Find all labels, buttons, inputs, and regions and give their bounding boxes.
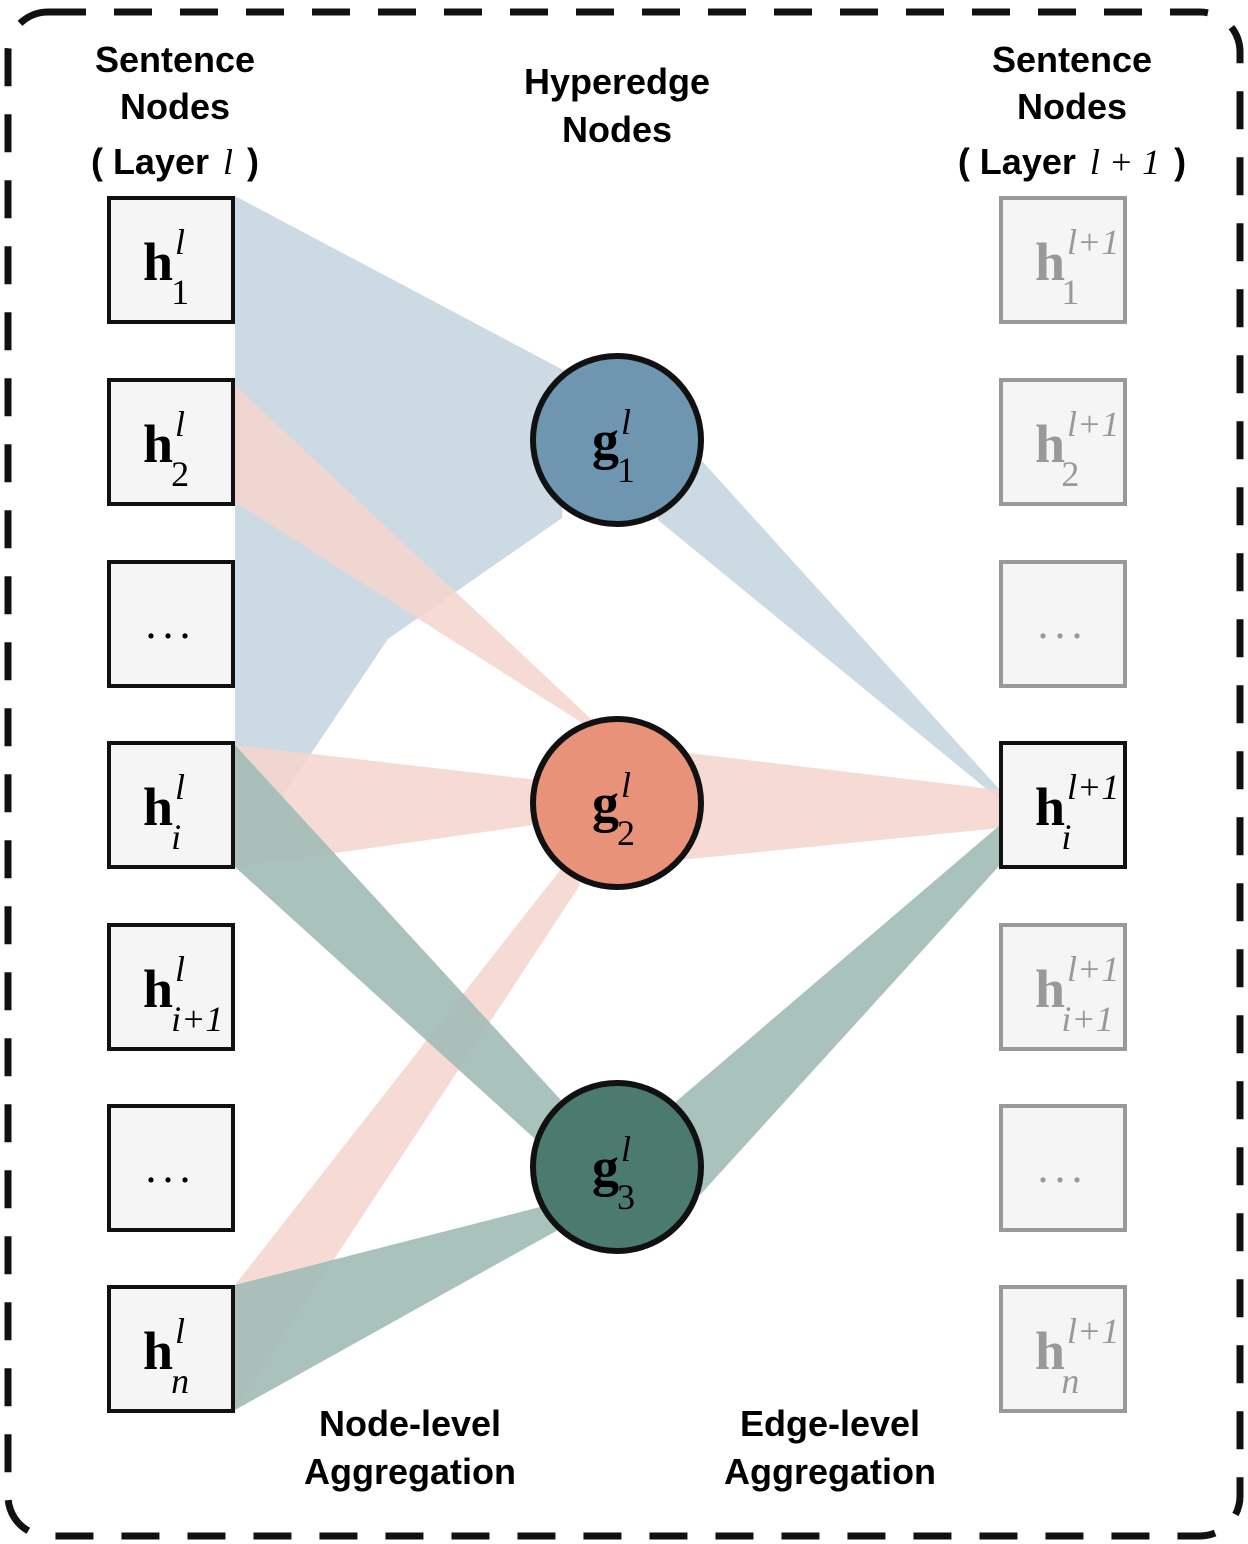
right-node-ellipsis: ... [1038,599,1089,648]
header-left-line3: ( Layer l ) [91,141,259,182]
band-g2-to-hi-next [680,752,1000,860]
left-node-box [107,1285,235,1413]
band-hn-to-g3 [235,1205,558,1410]
header-left-line2: Nodes [120,86,230,127]
left-node-ellipsis: ... [146,599,197,648]
right-node-box [999,560,1127,688]
node-level-line1: Node-level [319,1403,501,1444]
left-node-box [107,560,235,688]
right-node-box [999,1285,1127,1413]
right-node-box [999,1104,1127,1232]
right-node-box [999,196,1127,324]
right-node-box [999,923,1127,1051]
node-level-line2: Aggregation [304,1451,516,1492]
right-node-ellipsis: ... [1038,1143,1089,1192]
header-middle: Hyperedge Nodes [524,61,710,150]
band-g1-to-hi-next [645,398,1000,800]
band-g3-to-hi-next [672,825,1000,1195]
header-right: Sentence Nodes ( Layer l + 1 ) [958,39,1186,182]
left-node-ellipsis: ... [146,1143,197,1192]
right-node-box [999,378,1127,506]
left-node-box [107,923,235,1051]
header-right-line2: Nodes [1017,86,1127,127]
right-node-5: ... [999,1104,1127,1232]
band-h2-to-g2 [235,385,605,732]
header-right-line1: Sentence [992,39,1152,80]
hyperedge-circle [530,716,704,890]
right-node-box [999,741,1127,869]
band-hi-to-g1 [235,372,567,867]
node-level-label: Node-level Aggregation [304,1403,516,1492]
left-node-box [107,741,235,869]
edge-level-line2: Aggregation [724,1451,936,1492]
left-node-box [107,196,235,324]
header-left-line1: Sentence [95,39,255,80]
header-middle-line1: Hyperedge [524,61,710,102]
right-node-2: ... [999,560,1127,688]
edge-level-line1: Edge-level [740,1403,920,1444]
dashed-frame [4,8,1244,1540]
aggregation-bands [235,196,1000,1410]
header-middle-line2: Nodes [562,109,672,150]
left-node-box [107,378,235,506]
hyperedge-circle [530,353,704,527]
left-node-5: ... [107,1104,235,1232]
edge-level-label: Edge-level Aggregation [724,1403,936,1492]
left-node-box [107,1104,235,1232]
hyperedge-circle [530,1080,704,1254]
header-left: Sentence Nodes ( Layer l ) [91,39,259,182]
band-hi-to-g3 [235,745,570,1148]
header-right-line3: ( Layer l + 1 ) [958,141,1186,182]
band-h1-to-g1 [235,196,567,745]
left-node-2: ... [107,560,235,688]
